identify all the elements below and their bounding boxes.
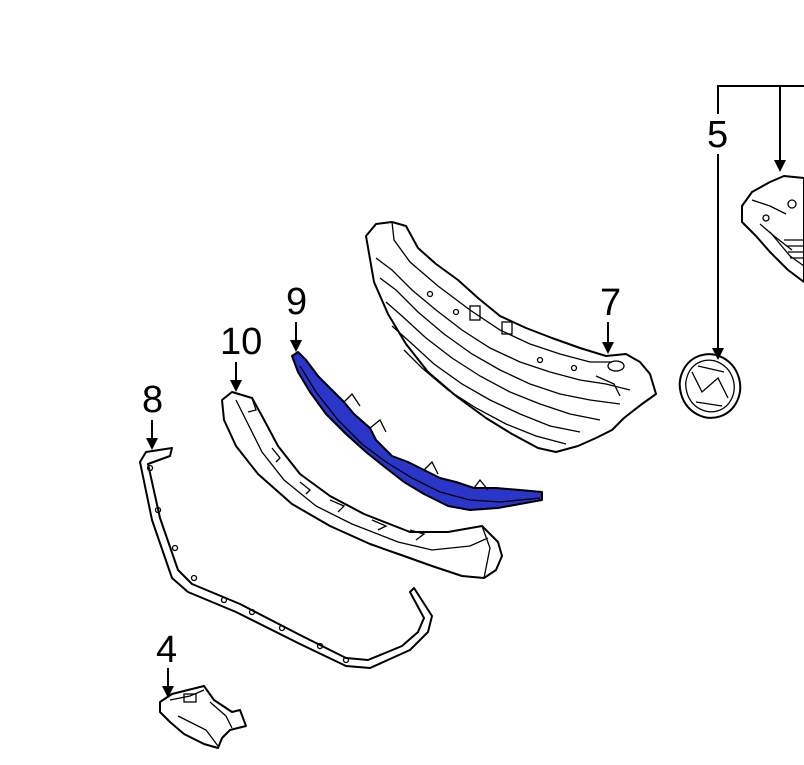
leader-arrows (146, 85, 804, 698)
part-9-reinforcement[interactable] (291, 351, 543, 511)
part-8-molding[interactable] (139, 447, 433, 669)
part-5-emblem[interactable] (672, 346, 749, 425)
part-4-bracket[interactable] (159, 685, 247, 749)
part-10-spoiler[interactable] (221, 391, 503, 579)
callout-5-backdrop (704, 114, 734, 154)
callout-4: 4 (156, 629, 177, 671)
emblem-bracket-assembly[interactable] (741, 175, 804, 283)
part-7-grille[interactable] (365, 221, 657, 453)
callout-9: 9 (286, 281, 307, 323)
callout-5: 5 (707, 114, 728, 156)
callout-10: 10 (220, 321, 262, 363)
callout-7: 7 (600, 282, 621, 324)
callout-8: 8 (142, 379, 163, 421)
